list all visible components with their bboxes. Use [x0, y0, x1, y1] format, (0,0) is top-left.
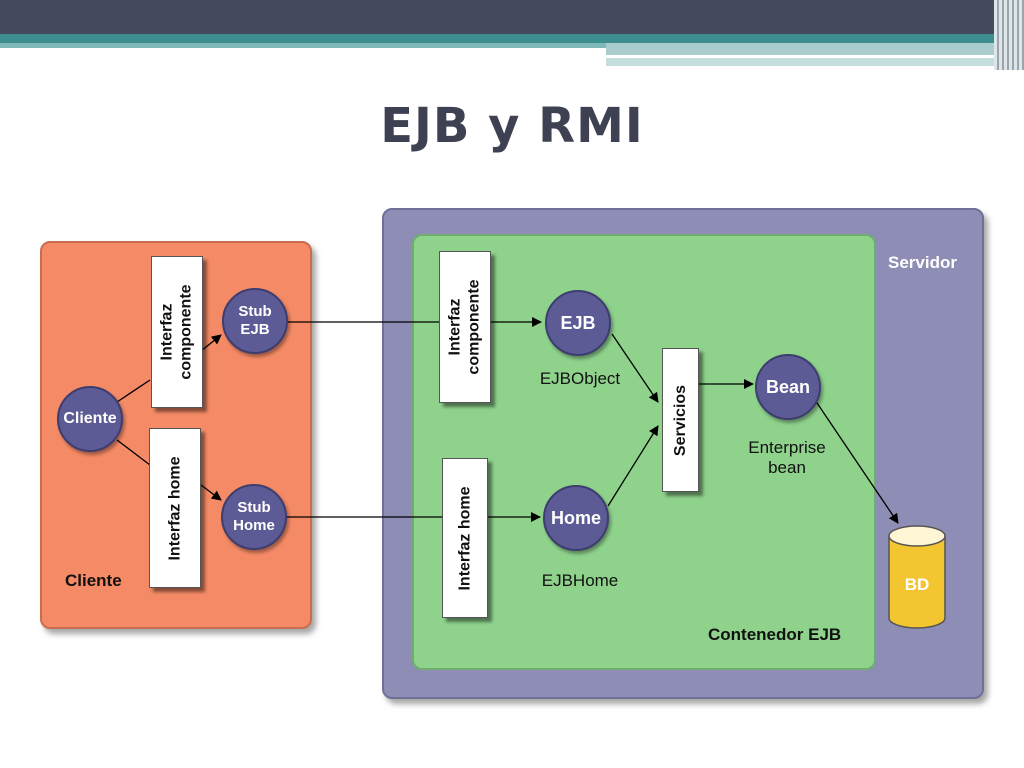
client-component-interface: Interfaz componente: [151, 256, 203, 408]
server-home-interface-label: Interfaz home: [456, 485, 474, 591]
enterprise-bean-label: Enterprise bean: [748, 438, 826, 477]
client-home-interface-label: Interfaz home: [166, 455, 184, 561]
header-accent-stripe-right-light: [606, 58, 1000, 66]
server-home-interface: Interfaz home: [442, 458, 488, 618]
container-label: Contenedor EJB: [708, 625, 842, 644]
database-cylinder: [888, 525, 946, 629]
stub-ejb-node: Stub EJB: [222, 288, 288, 354]
client-component-interface-label: Interfaz componente: [159, 284, 195, 380]
arrow-client-to-home-interface: [116, 439, 151, 466]
bean-node: Bean: [755, 354, 821, 420]
server-label: Servidor: [888, 253, 957, 272]
services-label: Servicios: [672, 384, 689, 456]
client-region-label: Cliente: [65, 571, 122, 590]
ejb-home-label: EJBHome: [541, 571, 619, 590]
database-label: BD: [904, 575, 930, 594]
header-bar: [0, 0, 1024, 34]
header-accent-stripe: [0, 34, 1000, 43]
stub-home-node: Stub Home: [221, 484, 287, 550]
arrow-client-to-component-interface: [116, 379, 151, 403]
arrow-ejb-to-services: [611, 333, 659, 403]
client-home-interface: Interfaz home: [149, 428, 201, 588]
server-component-interface: Interfaz componente: [439, 251, 491, 403]
arrow-to-stub-home: [200, 484, 222, 501]
arrow-bean-to-database: [814, 399, 899, 524]
ejb-object-label: EJBObject: [539, 369, 621, 388]
slide-title: EJB y RMI: [380, 98, 644, 154]
header-accent-stripe-right: [606, 43, 1000, 55]
arrow-to-stub-ejb: [200, 334, 222, 352]
header-accent-stripe-light: [0, 43, 610, 48]
header-decoration: [994, 0, 1024, 70]
services-box: Servicios: [662, 348, 699, 492]
client-node: Cliente: [57, 386, 123, 452]
server-component-interface-label: Interfaz componente: [447, 279, 483, 375]
ejb-node: EJB: [545, 290, 611, 356]
arrow-home-to-services: [607, 425, 659, 507]
home-node: Home: [543, 485, 609, 551]
